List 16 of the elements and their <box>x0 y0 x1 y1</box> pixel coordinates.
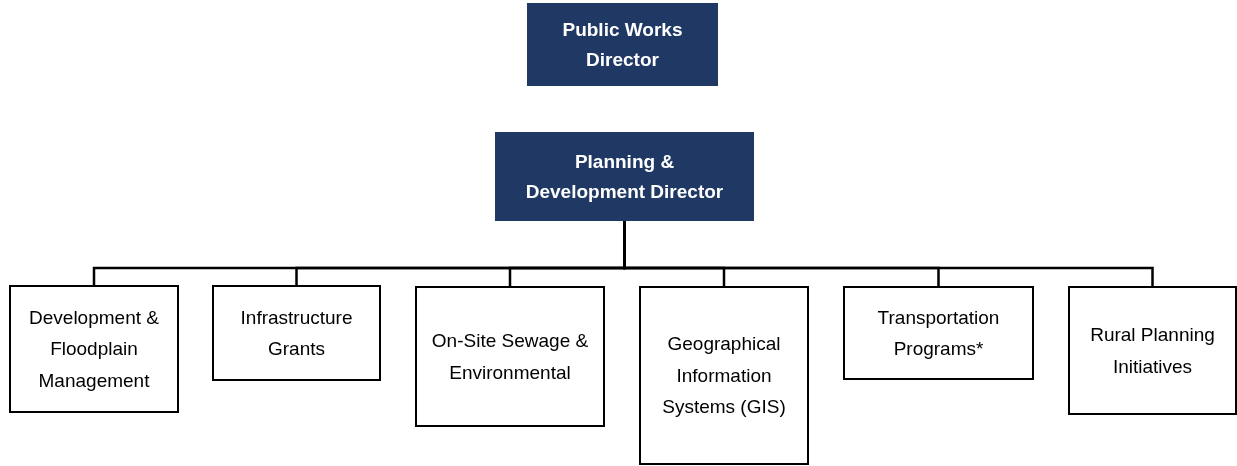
box-title: Rural Planning Initiatives <box>1089 323 1216 379</box>
director-box <box>527 3 718 86</box>
unit-box <box>212 285 381 381</box>
director-box <box>495 132 754 221</box>
unit-box <box>415 286 605 427</box>
box-title: Planning & Development Director <box>524 150 725 204</box>
box-title: Transportation Programs* <box>876 305 1001 361</box>
box-title: On-Site Sewage & Environmental <box>430 329 590 385</box>
box-title: Development & Floodplain Management <box>28 306 160 393</box>
box-title: Infrastructure Grants <box>239 305 354 361</box>
box-title: Geographical Information Systems (GIS) <box>661 332 787 420</box>
unit-box <box>1068 286 1237 415</box>
box-title: Public Works Director <box>561 18 684 72</box>
unit-box <box>9 285 179 413</box>
unit-box <box>639 286 809 465</box>
unit-box <box>843 286 1034 380</box>
